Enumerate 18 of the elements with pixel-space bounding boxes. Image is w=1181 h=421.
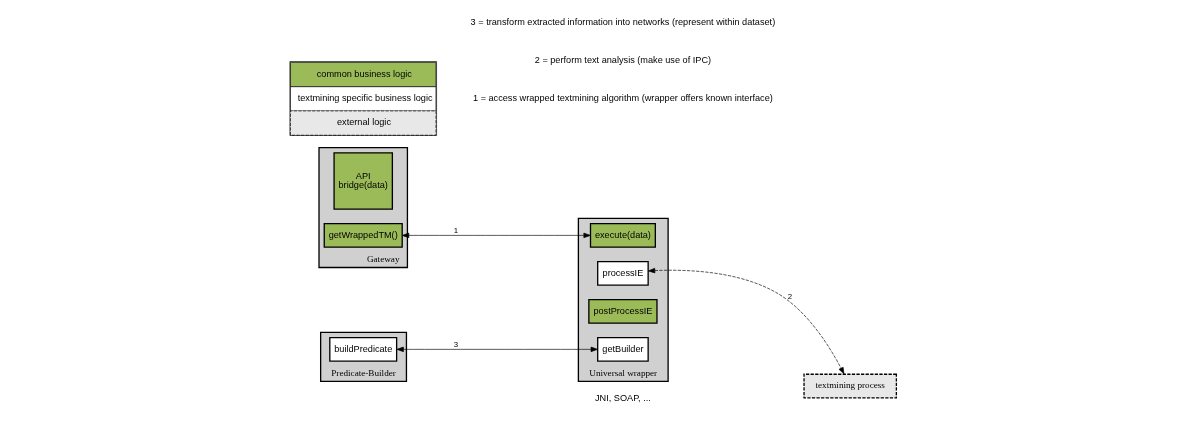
node-box: textmining process [803, 373, 898, 399]
label: 3 = transform extracted information into networks (represent within dataset) [470, 16, 776, 27]
legend-label: external logic [337, 117, 391, 128]
label: 1 = access wrapped textmining algorithm (wrapper offers known interface) [473, 92, 773, 103]
node-box: API bridge(data) [333, 152, 394, 210]
node-box: getWrappedTM() [323, 222, 403, 248]
legend-label: textmining specific business logic [297, 93, 433, 104]
legend-label: common business logic [316, 69, 412, 80]
arrow [401, 232, 591, 238]
node-box: execute(data) [589, 222, 656, 248]
arrow [647, 268, 845, 375]
node-box: buildPredicate [329, 336, 398, 362]
label: 2 = perform text analysis (make use of IPC) [534, 54, 712, 65]
node-box: processIE [597, 260, 649, 286]
node-box: postProcessIE [588, 298, 658, 324]
label: JNI, SOAP, ... [595, 392, 651, 403]
node-box: getBuilder [597, 336, 649, 362]
arrow [396, 346, 598, 352]
